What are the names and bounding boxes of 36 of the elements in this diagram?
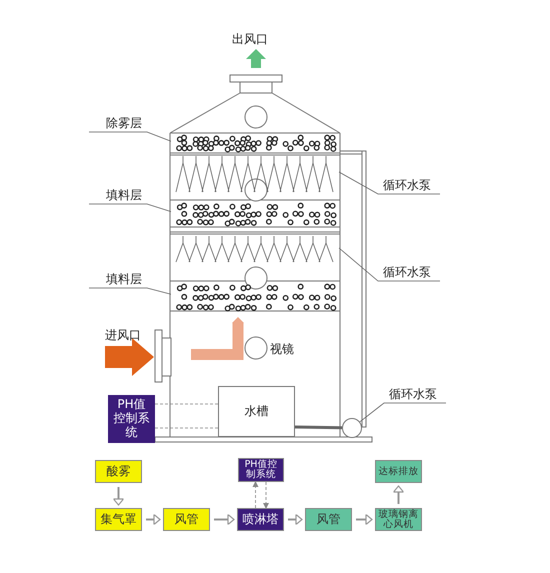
process-box: 集气罩 xyxy=(95,508,142,531)
process-box: PH值控制系统 xyxy=(238,458,284,482)
leader-line xyxy=(338,248,440,282)
part-label: 视镜 xyxy=(270,341,294,358)
layer-label: 除雾层 xyxy=(101,116,147,132)
control-system-box: PH值控制系统 xyxy=(108,395,155,443)
port-label: 出风口 xyxy=(232,31,268,48)
water-tank: 水槽 xyxy=(218,386,295,437)
arrow xyxy=(288,514,303,526)
layer-label: 循环水泵 xyxy=(378,265,436,281)
arrow xyxy=(146,514,161,526)
block-arrow xyxy=(191,317,244,360)
process-box: 玻璃钢离心风机 xyxy=(375,508,422,531)
process-box: 风管 xyxy=(163,508,210,531)
leader-line xyxy=(88,204,172,212)
pump xyxy=(342,418,362,438)
layer-label: 循环水泵 xyxy=(378,178,436,194)
layer-label: 填料层 xyxy=(101,272,147,288)
layer-label: 填料层 xyxy=(101,188,147,204)
arrow xyxy=(214,514,235,526)
arrow xyxy=(112,487,124,506)
leader-line xyxy=(88,132,172,142)
arrow xyxy=(392,485,404,504)
process-box: 喷淋塔 xyxy=(237,508,284,531)
process-box: 达标排放 xyxy=(375,460,422,483)
leader-line xyxy=(88,288,172,295)
port-label: 进风口 xyxy=(105,327,141,344)
leader-line xyxy=(360,402,446,422)
process-box: 酸雾 xyxy=(95,460,142,483)
pipe xyxy=(294,426,342,430)
process-box: 风管 xyxy=(305,508,352,531)
layer-label: 循环水泵 xyxy=(384,387,442,403)
leader-line xyxy=(338,172,440,194)
dashed-arrow xyxy=(263,482,269,509)
arrow xyxy=(356,514,373,526)
dashed-arrow xyxy=(252,481,258,508)
